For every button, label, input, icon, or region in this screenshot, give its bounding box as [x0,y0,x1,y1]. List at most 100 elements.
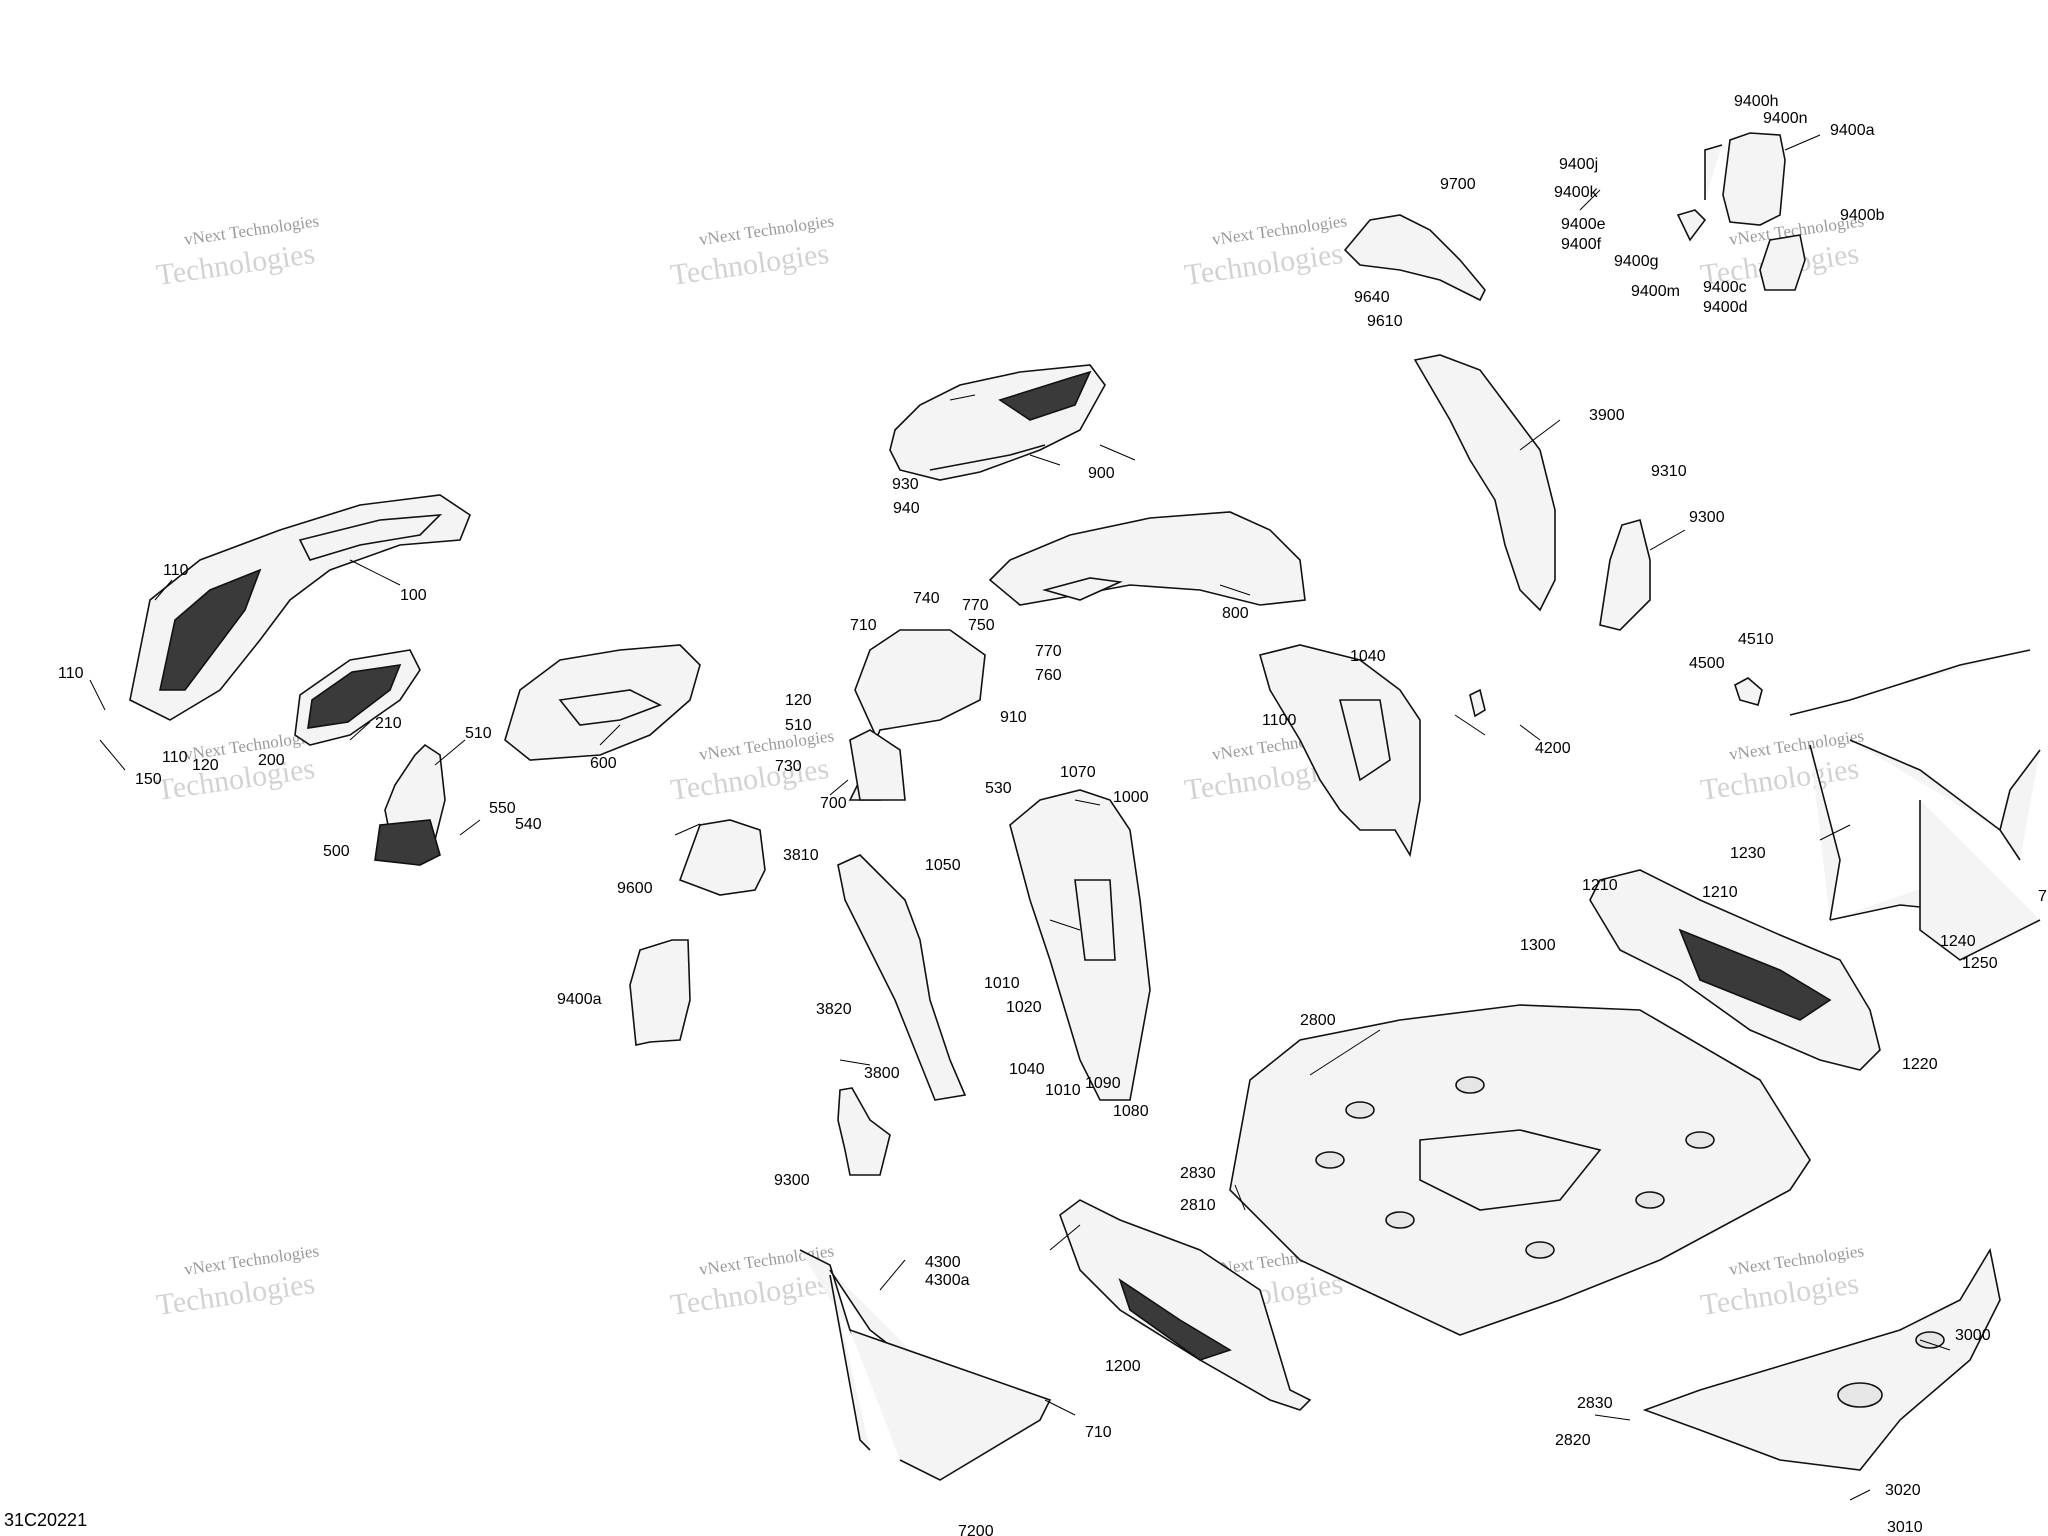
a-pillar-trim-icon [837,854,967,1101]
callout-label: 3900 [1589,407,1625,424]
callout-label: 9400h [1734,93,1779,110]
front-fender-inner-icon [504,644,701,761]
callout-labels: 110 100 110 110 120 150 210 200 600 510 … [58,93,2047,1536]
callout-label: 2830 [1577,1395,1613,1412]
callout-label: 1230 [1730,845,1766,862]
callout-label: 4200 [1535,740,1571,757]
callout-label: 150 [135,771,162,788]
center-console-icon [848,629,986,801]
callout-label: 9610 [1367,313,1403,330]
callout-label: 9400m [1631,283,1680,300]
rear-trim-icon [1413,354,1556,612]
callout-label: 940 [893,500,920,517]
callout-label: 9400c [1703,279,1747,296]
callout-label: 900 [1088,465,1115,482]
dashboard-cover-icon [988,511,1306,606]
headlight-assembly-icon [374,743,446,866]
callout-label: 1200 [1105,1358,1141,1375]
roll-cage-icon [1789,649,2041,961]
rocker-panel-icon [1059,1199,1312,1411]
callout-label: 9400j [1559,156,1598,173]
callout-label: 110 [162,749,188,766]
callout-label: 2810 [1180,1197,1216,1214]
watermark-text: Technologies [668,752,831,807]
callout-label: 1250 [1962,955,1998,972]
callout-label: 1010 [1045,1082,1081,1099]
front-fascia-icon [129,494,471,721]
callout-label: 4500 [1689,655,1725,672]
callout-label: 7200 [958,1523,994,1536]
floor-pan-icon [1229,1004,1811,1336]
callout-label: 4300a [925,1272,970,1289]
callout-label: 9400k [1554,184,1599,201]
callout-label: 930 [892,476,919,493]
door-latch-icon [1469,677,1763,718]
watermark-text: Technologies [668,237,831,292]
callout-label: 550 [489,800,516,817]
mirror-mount-icon [1343,214,1486,302]
callout-label: 540 [515,816,542,833]
callout-label: 1080 [1113,1103,1149,1120]
callout-label: 1070 [1060,764,1096,781]
mirror-icon [629,939,691,1046]
callout-label: 3000 [1955,1327,1991,1344]
callout-label: 4510 [1738,631,1774,648]
callout-label: 710 [850,617,877,634]
callout-label: 3010 [1887,1519,1923,1536]
callout-label: 3800 [864,1065,900,1082]
callout-label: 210 [375,715,402,732]
callout-label: 2800 [1300,1012,1336,1029]
callout-label: 9600 [617,880,653,897]
watermark-text: Technologies [668,1267,831,1322]
callout-label: 730 [775,758,802,775]
callout-label: 3020 [1885,1482,1921,1499]
watermark-text: Technologies [154,1267,317,1322]
callout-label: 9400g [1614,253,1659,270]
callout-label: 800 [1222,605,1249,622]
callout-label: 100 [400,587,427,604]
callout-label: 1040 [1350,648,1386,665]
callout-label: 9400a [557,991,602,1008]
callout-label: 770 [962,597,989,614]
callout-label: 200 [258,752,285,769]
callout-label: 120 [192,757,219,774]
drawing-number: 31C20221 [4,1510,88,1530]
callout-label: 9300 [1689,509,1725,526]
side-panel-icon [1009,789,1151,1101]
watermark-text: Technologies [1698,1267,1861,1322]
callout-label: 9640 [1354,289,1390,306]
callout-label: 710 [1085,1424,1112,1441]
callout-label: 600 [590,755,617,772]
mud-guard-right-icon [1599,519,1651,631]
callout-label: 1100 [1262,712,1297,729]
callout-label: 9400e [1561,216,1606,233]
callout-label: 1040 [1009,1061,1045,1078]
door-frame-icon [799,1249,1052,1481]
callout-label: 1220 [1902,1056,1938,1073]
callout-label: 9700 [1440,176,1476,193]
mirror-top-icon [1676,132,1806,291]
callout-label: 700 [820,795,847,812]
callout-label: 750 [968,617,995,634]
hood-icon [889,364,1106,481]
mirror-bracket-icon [678,819,766,896]
callout-label: 2830 [1180,1165,1216,1182]
skid-plate-icon [1642,1247,2001,1471]
callout-label: 1020 [1006,999,1042,1016]
callout-label: 7 [2038,888,2047,905]
callout-label: 760 [1035,667,1062,684]
watermark-text: Technologies [1698,752,1861,807]
callout-label: 1210 [1702,884,1738,901]
rear-fender-icon [1259,644,1421,858]
callout-label: 9400n [1763,110,1808,127]
callout-label: 530 [985,780,1012,797]
callout-label: 910 [1000,709,1027,726]
callout-label: 770 [1035,643,1062,660]
callout-label: 9300 [774,1172,810,1189]
callout-label: 9400a [1830,122,1875,139]
callout-label: 120 [785,692,812,709]
callout-label: 1240 [1940,933,1976,950]
callout-label: 3820 [816,1001,852,1018]
watermark-text: Technologies [154,237,317,292]
